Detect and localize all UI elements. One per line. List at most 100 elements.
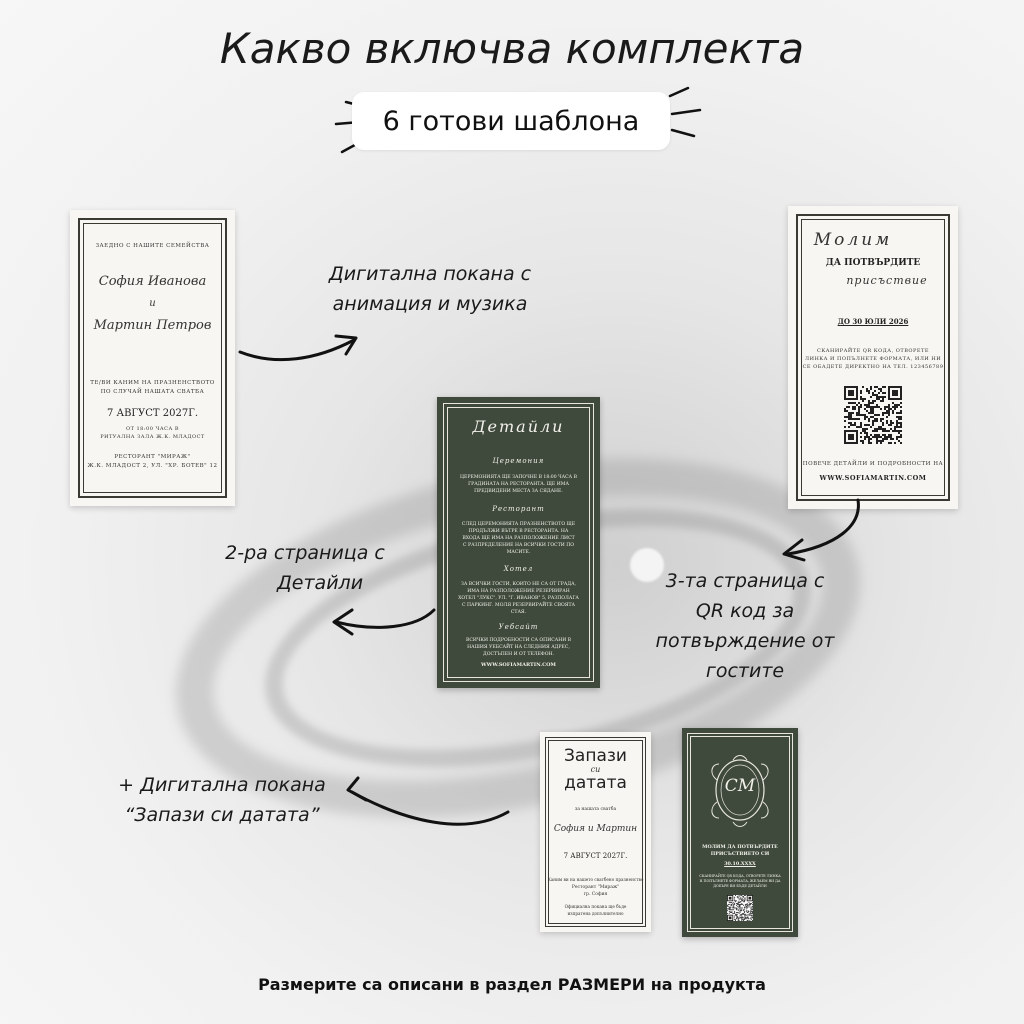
qr-module — [736, 895, 738, 897]
qr-module — [872, 408, 874, 410]
qr-module — [734, 912, 736, 913]
qr-module — [746, 917, 748, 919]
qr-module — [735, 920, 736, 921]
qr-module — [741, 916, 743, 918]
qr-module — [872, 400, 874, 402]
invite-time-2: РИТУАЛНА ЗАЛА Ж.К. МЛАДОСТ — [100, 434, 205, 440]
qr-module — [876, 396, 878, 398]
qr-module — [750, 908, 752, 910]
qr-module — [733, 912, 735, 914]
qr-module — [870, 388, 872, 390]
qr-module — [872, 424, 874, 426]
qr-module — [752, 903, 753, 905]
qr-module — [737, 909, 739, 911]
qr-module — [734, 915, 736, 917]
qr-module — [744, 918, 745, 920]
qr-module — [738, 902, 740, 904]
qr-module — [738, 912, 740, 914]
qr-module — [731, 912, 733, 913]
qr-module — [864, 398, 866, 400]
qr-module — [742, 912, 744, 914]
burst-decoration-right — [668, 86, 702, 138]
qr-module — [750, 912, 752, 914]
qr-module — [860, 422, 862, 424]
qr-module — [734, 917, 736, 919]
qr-module — [882, 396, 884, 398]
qr-module — [850, 412, 852, 414]
qr-module — [862, 414, 864, 416]
qr-module — [746, 904, 748, 906]
qr-module — [858, 408, 860, 410]
qr-module — [848, 414, 850, 416]
qr-module — [735, 909, 737, 911]
qr-module — [878, 414, 880, 416]
qr-module — [870, 434, 872, 436]
qr-module — [742, 899, 744, 901]
card-frame — [687, 733, 793, 932]
qr-module — [751, 914, 753, 916]
qr-module — [866, 404, 868, 406]
qr-module — [880, 428, 882, 430]
qr-module — [852, 402, 854, 404]
qr-module — [735, 918, 737, 920]
qr-module — [732, 909, 734, 911]
mono-scan-1: СКАНИРАЙТЕ QR КОДА, ОТВОРЕТЕ ЛИНКА — [699, 874, 781, 878]
qr-module — [860, 390, 862, 392]
qr-module — [866, 410, 868, 412]
label-details: 2-ра страница с Детайли — [215, 538, 395, 598]
qr-module — [860, 432, 862, 434]
qr-module — [862, 386, 864, 388]
qr-module — [878, 426, 880, 428]
monogram-letters: СМ — [724, 776, 756, 796]
qr-module — [744, 907, 745, 909]
qr-module — [894, 430, 896, 432]
qr-module — [882, 430, 884, 432]
mono-line-1: МОЛИМ ДА ПОТВЪРДИТЕ — [702, 844, 778, 850]
bride-name: София Иванова — [98, 274, 207, 289]
qr-module — [878, 392, 880, 394]
card-frame — [78, 218, 227, 498]
invite-line-1: ТЕ/ВИ КАНИМ НА ПРАЗНЕНСТВОТО — [90, 380, 215, 386]
qr-module — [888, 408, 890, 410]
qr-module — [736, 913, 738, 915]
qr-module — [752, 912, 753, 913]
qr-module — [896, 404, 898, 406]
qr-module — [880, 418, 882, 420]
label-qr-line-1: 3-та страница с — [665, 570, 825, 592]
qr-module — [858, 414, 860, 416]
qr-module — [744, 916, 746, 918]
invite-date: 7 АВГУСТ 2027Г. — [106, 408, 199, 419]
qr-module — [741, 919, 743, 921]
qr-module — [850, 418, 852, 420]
qr-module — [900, 436, 902, 438]
qr-module — [751, 917, 753, 919]
qr-module — [850, 422, 852, 424]
qr-module — [874, 394, 876, 396]
qr-module — [735, 907, 737, 909]
qr-module — [860, 436, 862, 438]
rsvp-heading-1: Молим — [813, 230, 893, 250]
qr-module — [858, 410, 860, 412]
qr-module — [898, 416, 900, 418]
qr-module — [744, 913, 745, 915]
qr-module — [746, 920, 748, 921]
qr-module — [744, 919, 745, 921]
qr-module — [745, 914, 747, 916]
qr-module — [900, 434, 902, 436]
qr-module — [735, 895, 736, 896]
qr-module — [900, 424, 902, 426]
qr-module — [868, 406, 870, 408]
qr-module — [882, 424, 884, 426]
qr-module — [862, 430, 864, 432]
qr-module — [868, 418, 870, 420]
qr-module — [733, 905, 735, 907]
qr-module — [746, 903, 748, 904]
qr-module — [750, 903, 752, 905]
qr-module — [742, 897, 744, 899]
qr-module — [740, 903, 742, 905]
qr-module — [880, 400, 882, 402]
qr-module — [850, 416, 852, 418]
qr-module — [864, 404, 866, 406]
qr-module — [870, 386, 872, 388]
